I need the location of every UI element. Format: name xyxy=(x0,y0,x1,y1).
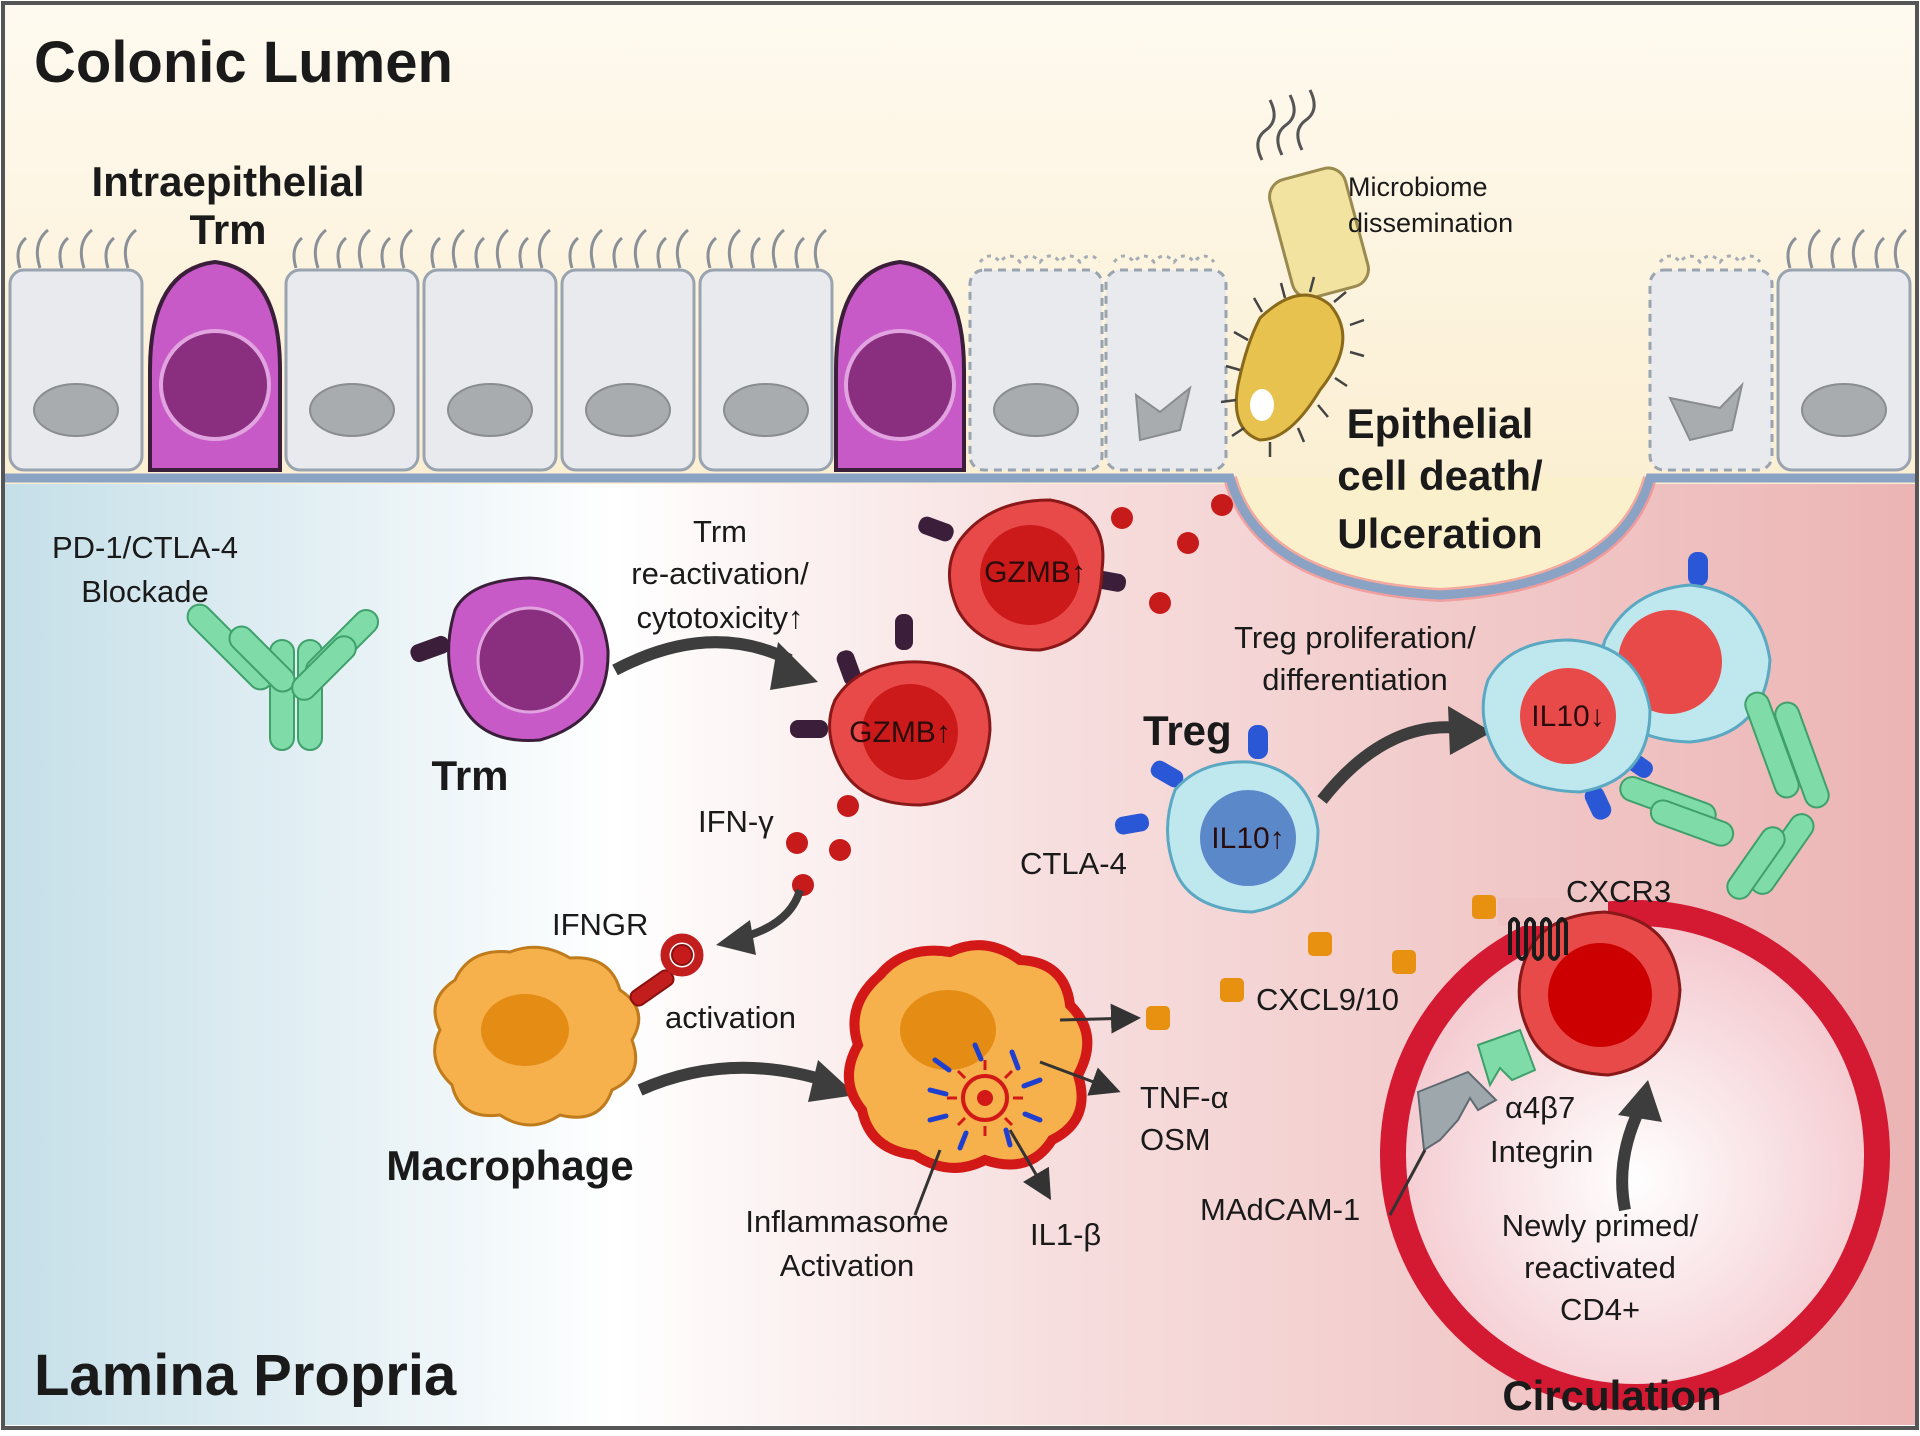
intraepithelial-trm-label: Intraepithelial xyxy=(91,158,364,205)
gzmb-granules xyxy=(1111,494,1233,614)
ifngr-label: IFNGR xyxy=(552,907,648,942)
epithelial-cell xyxy=(698,268,834,472)
inflammasome-pointer xyxy=(913,1149,942,1216)
treg-prolif-label: differentiation xyxy=(1262,662,1448,697)
treg-prolif-label: Treg proliferation/ xyxy=(1234,620,1476,655)
epithelial-cell xyxy=(422,268,558,472)
antibody-left xyxy=(186,603,380,751)
integrin-label: α4β7 xyxy=(1505,1090,1575,1125)
bacterium-rod xyxy=(1256,89,1370,300)
macrophage-cell xyxy=(433,945,641,1127)
epithelial-death-label: Ulceration xyxy=(1337,510,1542,557)
dying-epithelial-cell xyxy=(1104,268,1228,472)
ctla4-label: CTLA-4 xyxy=(1020,846,1127,881)
trm-reactivation-label: Trm xyxy=(693,514,747,549)
cd4-label: reactivated xyxy=(1524,1250,1676,1285)
epithelial-cell xyxy=(560,268,696,472)
inflammasome-icon xyxy=(927,1042,1043,1151)
ifn-arrowhead xyxy=(716,920,756,955)
trm-receptor xyxy=(410,635,450,663)
reactivation-arrow xyxy=(612,636,793,676)
epithelial-cell xyxy=(8,268,144,472)
activation-label: activation xyxy=(665,1000,796,1035)
fragmented-microvilli xyxy=(978,254,1762,265)
bacterium-invading xyxy=(1220,276,1365,457)
ifn-gamma-label: IFN-γ xyxy=(698,804,774,839)
madcam-receptor xyxy=(1388,1070,1498,1216)
integrin-label: Integrin xyxy=(1490,1134,1593,1169)
epithelial-cell xyxy=(284,268,420,472)
svg-text:GZMB↑: GZMB↑ xyxy=(984,556,1086,589)
activation-arrow xyxy=(637,1061,832,1096)
circulation-title: Circulation xyxy=(1502,1372,1721,1419)
epithelial-cell xyxy=(1776,268,1912,472)
tnf-label: OSM xyxy=(1140,1122,1211,1157)
colonic-lumen-title: Colonic Lumen xyxy=(34,30,453,95)
treg-prolif-arrowhead xyxy=(1448,706,1492,755)
dying-epithelial-cell xyxy=(968,268,1104,472)
madcam-label: MAdCAM-1 xyxy=(1200,1192,1360,1227)
ifngr-receptor xyxy=(629,933,704,1007)
il1b-output-arrow xyxy=(1008,1129,1052,1201)
tnf-output-arrow xyxy=(1039,1060,1121,1096)
svg-text:IL10↓: IL10↓ xyxy=(1531,700,1604,733)
reactivation-arrowhead xyxy=(770,642,818,690)
microbiome-label: Microbiome xyxy=(1348,172,1488,202)
epithelial-death-label: Epithelial xyxy=(1347,400,1534,447)
il1b-label: IL1-β xyxy=(1030,1217,1101,1252)
microvilli xyxy=(16,228,1908,269)
svg-text:GZMB↑: GZMB↑ xyxy=(849,716,951,749)
activation-arrowhead xyxy=(808,1060,856,1102)
cd4-arrow xyxy=(1616,1105,1646,1212)
trm-reactivation-label: cytotoxicity↑ xyxy=(636,600,803,635)
inflammasome-label: Activation xyxy=(780,1248,914,1283)
treg-cell: IL10↑ xyxy=(1114,725,1320,914)
svg-text:IL10↑: IL10↑ xyxy=(1211,822,1284,855)
effector-cell-lower: GZMB↑ xyxy=(790,614,992,807)
basement-membrane xyxy=(4,473,1916,600)
integrin-a4b7 xyxy=(1476,1028,1537,1088)
treg-label: Treg xyxy=(1143,707,1232,754)
dying-epithelial-cell xyxy=(1648,268,1774,472)
macrophage-label: Macrophage xyxy=(386,1142,633,1189)
trm-reactivation-label: re-activation/ xyxy=(631,556,809,591)
epithelial-death-label: cell death/ xyxy=(1337,452,1543,499)
cxcl-output-arrow xyxy=(1059,1003,1141,1034)
microbiome-label: dissemination xyxy=(1348,208,1513,238)
activated-macrophage xyxy=(843,940,1093,1173)
intraepithelial-trm-cell xyxy=(148,259,282,472)
trm-cell xyxy=(447,576,610,742)
cd4-arrowhead xyxy=(1618,1080,1662,1122)
effector-cell-upper: GZMB↑ xyxy=(918,498,1127,652)
inflammasome-label: Inflammasome xyxy=(745,1204,948,1239)
blockade-label: Blockade xyxy=(81,574,209,609)
lamina-propria-title: Lamina Propria xyxy=(34,1343,457,1408)
treg-prolif-arrow xyxy=(1317,721,1461,804)
tnf-label: TNF-α xyxy=(1140,1080,1229,1115)
cxcl-label: CXCL9/10 xyxy=(1256,982,1399,1017)
cxcr3-receptor xyxy=(1508,917,1568,961)
treg-front-cell: IL10↓ xyxy=(1481,638,1653,820)
intraepithelial-trm-label: Trm xyxy=(189,206,266,253)
cd4-label: CD4+ xyxy=(1560,1292,1640,1327)
chemokine-particles xyxy=(1146,895,1496,1030)
cd4-t-cell xyxy=(1517,910,1682,1077)
trm-label: Trm xyxy=(431,752,508,799)
ulcer-crater xyxy=(1230,478,1650,595)
blockade-label: PD-1/CTLA-4 xyxy=(52,530,238,565)
cd4-label: Newly primed/ xyxy=(1502,1208,1699,1243)
intraepithelial-trm-cell xyxy=(834,259,966,472)
cxcr3-label: CXCR3 xyxy=(1566,874,1671,909)
epithelial-nuclei xyxy=(33,381,1887,442)
antibody-right xyxy=(1619,691,1830,900)
